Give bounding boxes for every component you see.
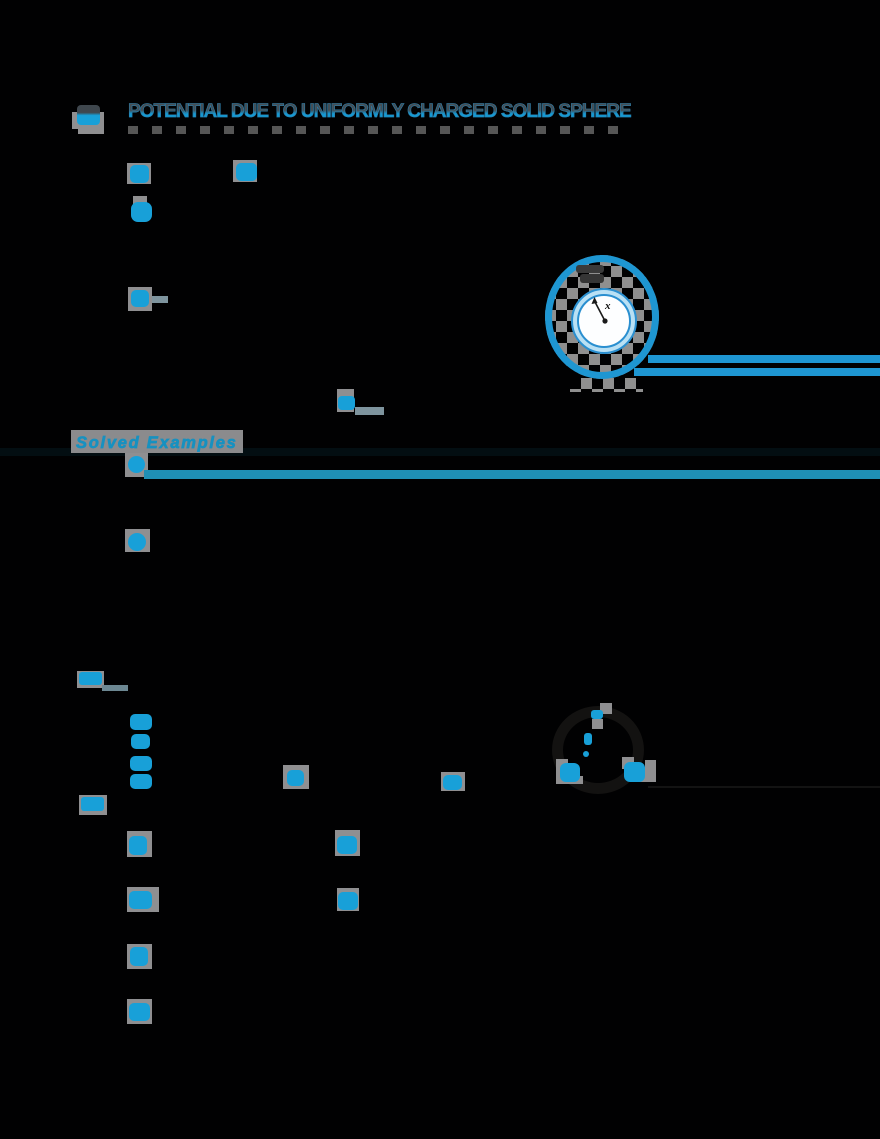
svg-text:x: x (604, 300, 611, 312)
